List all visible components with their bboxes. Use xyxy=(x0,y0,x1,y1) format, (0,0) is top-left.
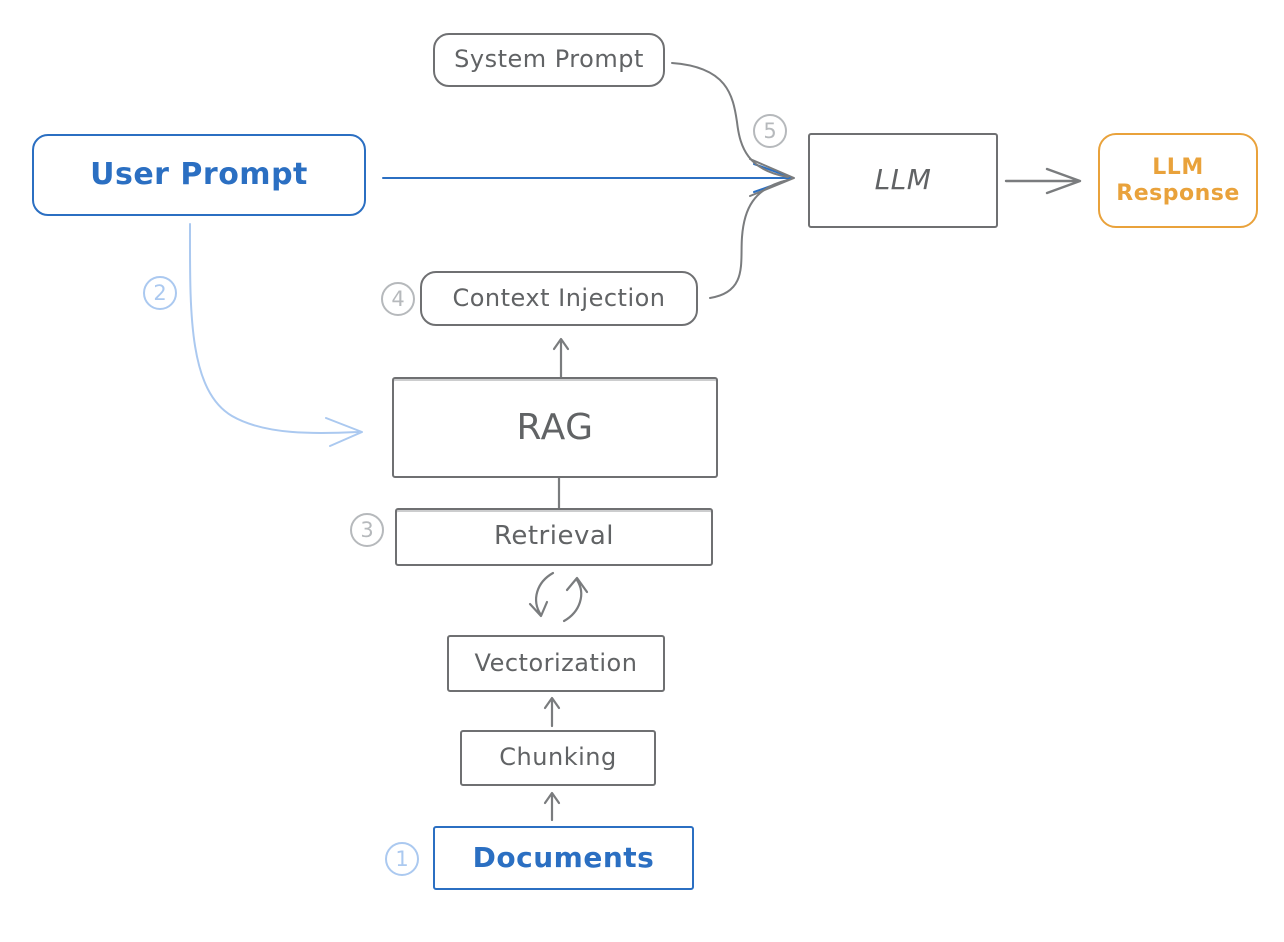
step-badge-3: 3 xyxy=(350,513,384,547)
node-context-injection: Context Injection xyxy=(420,271,698,326)
arrow-rag-to-context-injection xyxy=(552,337,570,379)
cycle-arrow-left xyxy=(528,571,555,618)
node-llm: LLM xyxy=(808,133,998,228)
step-badge-5: 5 xyxy=(753,114,787,148)
arrow-llm-to-response xyxy=(1004,167,1082,195)
node-vectorization: Vectorization xyxy=(447,635,665,692)
arrow-user-prompt-to-rag xyxy=(188,223,363,447)
step-badge-4: 4 xyxy=(381,282,415,316)
arrow-documents-to-chunking xyxy=(543,791,561,822)
node-retrieval: Retrieval xyxy=(395,508,713,566)
step-badge-2: 2 xyxy=(143,276,177,310)
step-badge-1: 1 xyxy=(385,842,419,876)
node-documents: Documents xyxy=(433,826,694,890)
node-llm-response: LLM Response xyxy=(1098,133,1258,228)
arrow-chunking-to-vectorization xyxy=(543,696,561,728)
node-chunking: Chunking xyxy=(460,730,656,786)
node-user-prompt: User Prompt xyxy=(32,134,366,216)
arrowhead-merge-gray xyxy=(749,158,795,197)
node-rag: RAG xyxy=(392,377,718,478)
arrowhead-merge-blue xyxy=(753,163,794,193)
curve-context-injection-to-llm xyxy=(709,179,789,299)
node-system-prompt: System Prompt xyxy=(433,33,665,87)
cycle-arrow-right xyxy=(562,576,589,623)
llm-response-label: LLM Response xyxy=(1116,155,1240,206)
